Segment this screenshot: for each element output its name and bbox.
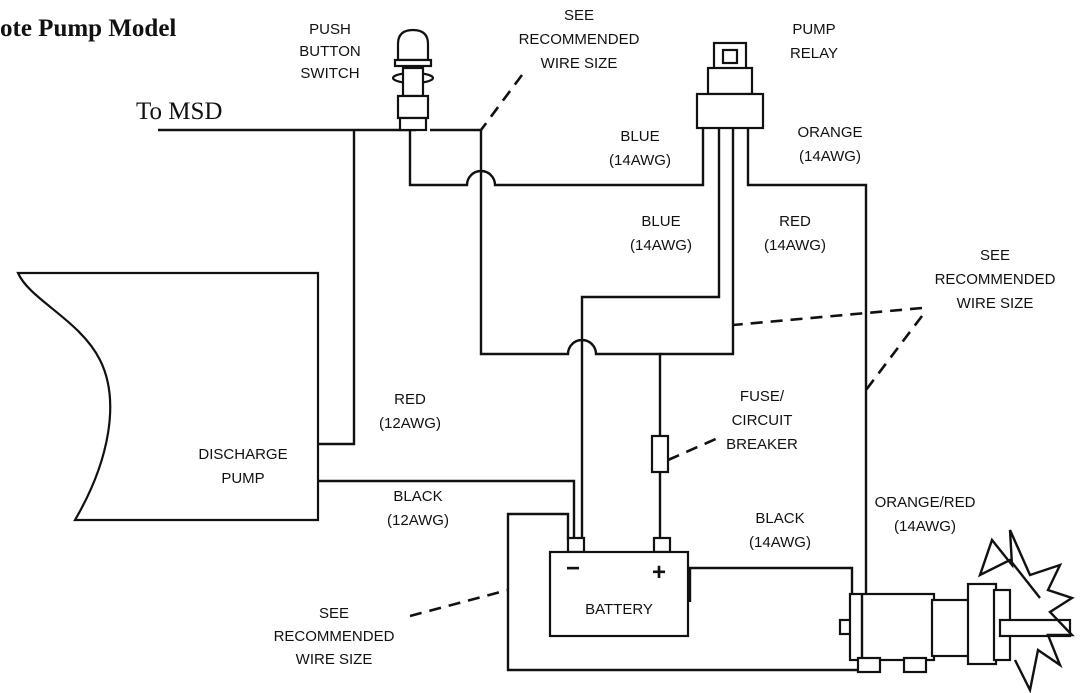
red-14awg-wire <box>660 128 735 356</box>
svg-text:CIRCUIT: CIRCUIT <box>732 412 793 429</box>
svg-text:DISCHARGE: DISCHARGE <box>198 446 287 463</box>
black-14awg-wire <box>688 566 854 602</box>
black-12awg-wire <box>318 479 576 540</box>
svg-text:RED: RED <box>779 213 811 230</box>
battery-icon <box>548 536 690 638</box>
svg-text:WIRE SIZE: WIRE SIZE <box>296 651 373 668</box>
battery-negative-sign: − <box>566 555 580 582</box>
push-button-switch <box>391 28 435 132</box>
blue-14awg-mid-wire <box>580 128 721 540</box>
label-blue-top: BLUE (14AWG) <box>609 128 671 169</box>
svg-text:BLUE: BLUE <box>641 213 680 230</box>
svg-text:(12AWG): (12AWG) <box>387 512 449 529</box>
svg-text:SEE: SEE <box>564 7 594 24</box>
discharge-pump-tank <box>16 271 320 522</box>
svg-text:BLUE: BLUE <box>620 128 659 145</box>
svg-text:BLACK: BLACK <box>755 510 804 527</box>
label-blue-mid: BLUE (14AWG) <box>630 213 692 254</box>
leader-fuse <box>667 436 719 462</box>
label-see-recommended-top: SEE RECOMMENDED WIRE SIZE <box>519 7 640 72</box>
label-orange-red: ORANGE/RED (14AWG) <box>875 494 976 535</box>
label-red-mid: RED (14AWG) <box>764 213 826 254</box>
label-black-12awg: BLACK (12AWG) <box>387 488 449 529</box>
leader-bottom-wire-size <box>409 588 509 618</box>
svg-text:ORANGE: ORANGE <box>797 124 862 141</box>
ground-loop-wire <box>506 512 880 672</box>
svg-text:(14AWG): (14AWG) <box>630 237 692 254</box>
svg-text:PUMP: PUMP <box>792 21 835 38</box>
svg-text:ORANGE/RED: ORANGE/RED <box>875 494 976 511</box>
orange-14awg-wire <box>746 128 868 596</box>
leader-right-wire-size-a <box>732 306 923 327</box>
svg-text:BREAKER: BREAKER <box>726 436 798 453</box>
svg-text:WIRE SIZE: WIRE SIZE <box>541 55 618 72</box>
label-see-recommended-bottom: SEE RECOMMENDED WIRE SIZE <box>274 605 395 668</box>
svg-text:RED: RED <box>394 391 426 408</box>
battery-label: BATTERY <box>585 601 653 618</box>
svg-text:(14AWG): (14AWG) <box>894 518 956 535</box>
svg-text:SEE: SEE <box>980 247 1010 264</box>
svg-text:WIRE SIZE: WIRE SIZE <box>957 295 1034 312</box>
svg-text:RECOMMENDED: RECOMMENDED <box>274 628 395 645</box>
leader-right-wire-size-b <box>864 315 924 391</box>
svg-text:PUMP: PUMP <box>221 470 264 487</box>
switch-to-fuse-wire <box>430 128 662 436</box>
label-pump-relay: PUMP RELAY <box>790 21 838 62</box>
label-discharge-pump: DISCHARGE PUMP <box>198 446 287 487</box>
svg-text:(12AWG): (12AWG) <box>379 415 441 432</box>
svg-text:PUSH: PUSH <box>309 21 351 38</box>
battery-positive-sign: + <box>652 559 666 586</box>
svg-text:SEE: SEE <box>319 605 349 622</box>
fuse-icon <box>650 434 670 474</box>
label-push-button-switch: PUSH BUTTON SWITCH <box>299 21 360 82</box>
label-see-recommended-right: SEE RECOMMENDED WIRE SIZE <box>935 247 1056 312</box>
to-msd-label: To MSD <box>136 98 222 125</box>
svg-text:RECOMMENDED: RECOMMENDED <box>519 31 640 48</box>
svg-text:FUSE/: FUSE/ <box>740 388 785 405</box>
red-12awg-wire <box>318 130 356 446</box>
svg-text:(14AWG): (14AWG) <box>799 148 861 165</box>
label-fuse-circuit-breaker: FUSE/ CIRCUIT BREAKER <box>726 388 798 453</box>
pump-relay <box>695 41 765 130</box>
svg-text:BLACK: BLACK <box>393 488 442 505</box>
svg-text:RECOMMENDED: RECOMMENDED <box>935 271 1056 288</box>
svg-text:SWITCH: SWITCH <box>300 65 359 82</box>
label-black-14awg: BLACK (14AWG) <box>749 510 811 551</box>
label-orange-top: ORANGE (14AWG) <box>797 124 862 165</box>
svg-text:(14AWG): (14AWG) <box>764 237 826 254</box>
leader-top-wire-size <box>479 74 524 131</box>
macerator-motor-icon <box>838 529 1075 693</box>
diagram-title: ote Pump Model <box>0 15 176 42</box>
label-red-12awg: RED (12AWG) <box>379 391 441 432</box>
svg-text:(14AWG): (14AWG) <box>749 534 811 551</box>
svg-text:RELAY: RELAY <box>790 45 838 62</box>
svg-text:(14AWG): (14AWG) <box>609 152 671 169</box>
svg-text:BUTTON: BUTTON <box>299 43 360 60</box>
